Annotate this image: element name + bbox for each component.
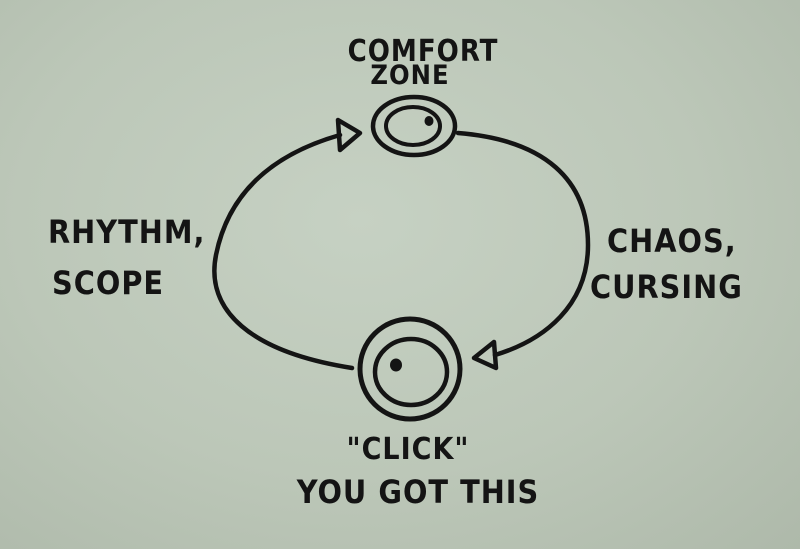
comfort-zone-label-line2: ZONE xyxy=(370,60,449,91)
edge-right-label-line1: CHAOS, xyxy=(607,222,737,260)
node-comfort-zone xyxy=(370,94,458,158)
click-label-line1: "CLICK" xyxy=(347,432,470,467)
edge-left-label-line1: RHYTHM, xyxy=(48,213,205,251)
comfort-zone-inner-ring xyxy=(384,105,442,147)
click-label-line2: YOU GOT THIS xyxy=(296,473,539,511)
comfort-zone-label-line1: COMFORT xyxy=(348,33,499,69)
edge-left-label-line2: SCOPE xyxy=(52,264,164,302)
edge-right-arc xyxy=(455,130,591,358)
edge-right-label-line2: CURSING xyxy=(590,268,743,306)
edge-right-arrowhead xyxy=(471,339,499,371)
click-inner-ring xyxy=(372,336,450,408)
edge-left-arrowhead xyxy=(335,117,363,153)
click-pupil xyxy=(390,358,402,372)
click-outer-ring xyxy=(357,316,463,422)
comfort-zone-outer-ring xyxy=(370,94,458,158)
node-click xyxy=(357,316,463,422)
edge-left-arc xyxy=(212,132,355,371)
comfort-zone-pupil xyxy=(424,116,434,126)
